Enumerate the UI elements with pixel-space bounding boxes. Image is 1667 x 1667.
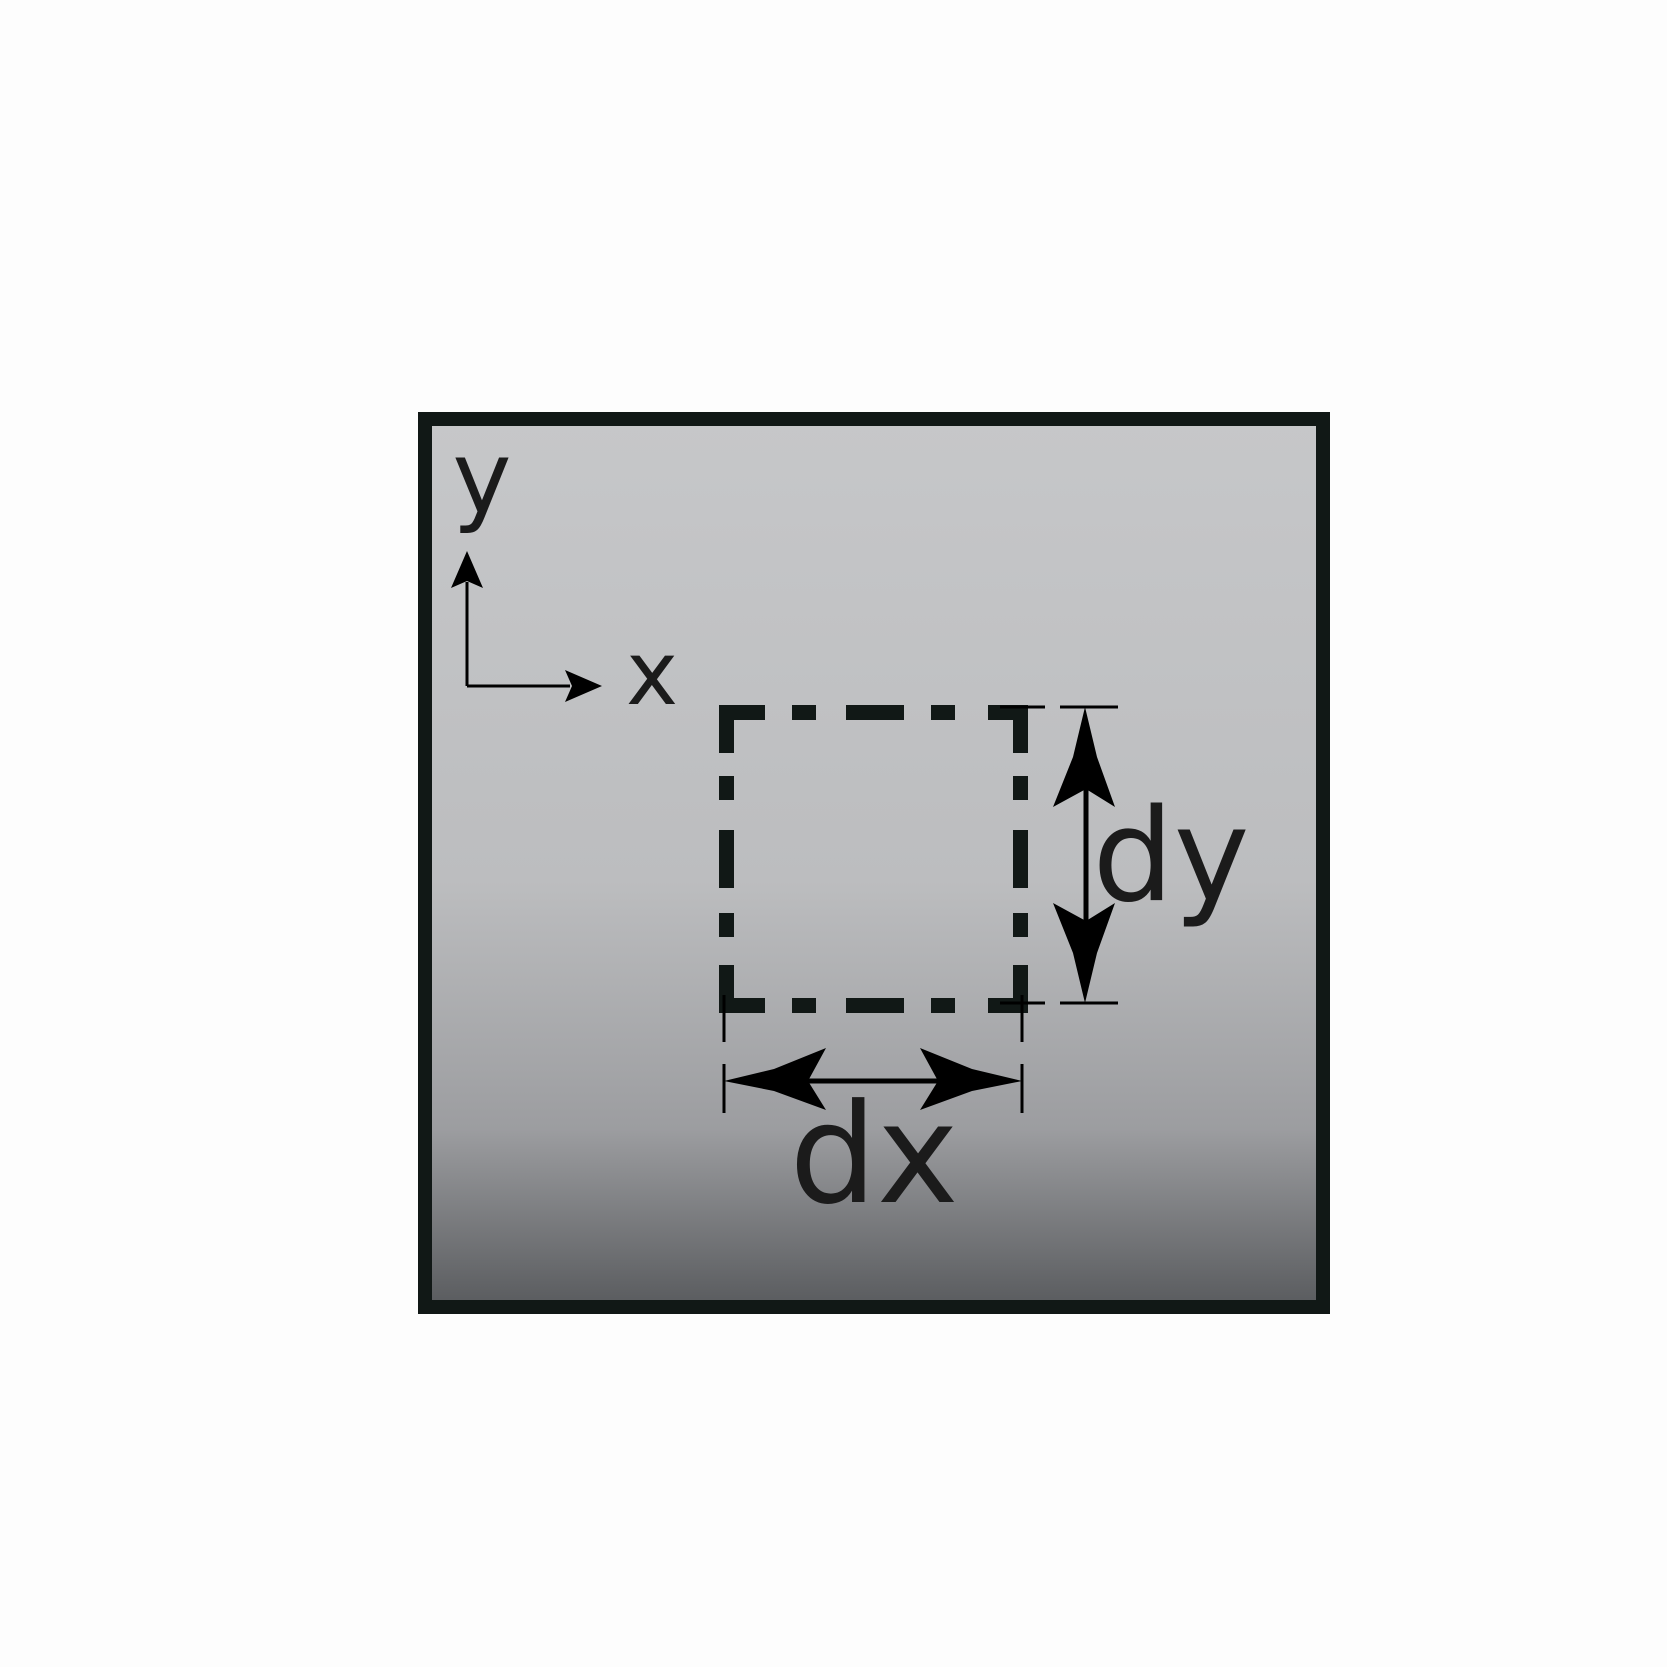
y-axis-arrowhead xyxy=(451,551,483,588)
dx-arrowhead-left xyxy=(724,1048,826,1110)
dx-label: dx xyxy=(789,1074,958,1235)
x-axis-label: x xyxy=(626,622,678,725)
dy-dimension: dy xyxy=(1000,705,1250,1005)
y-axis-label: y xyxy=(452,419,511,536)
dx-dimension: dx xyxy=(722,995,1024,1235)
domain-panel xyxy=(418,412,1330,1314)
x-axis-arrowhead xyxy=(565,670,602,702)
dy-label: dy xyxy=(1093,782,1250,931)
dx-arrowhead-right xyxy=(920,1048,1022,1110)
dy-arrowhead-down xyxy=(1053,903,1115,1003)
dy-arrowhead-up xyxy=(1053,707,1115,807)
coordinate-axes: x y xyxy=(451,419,678,725)
